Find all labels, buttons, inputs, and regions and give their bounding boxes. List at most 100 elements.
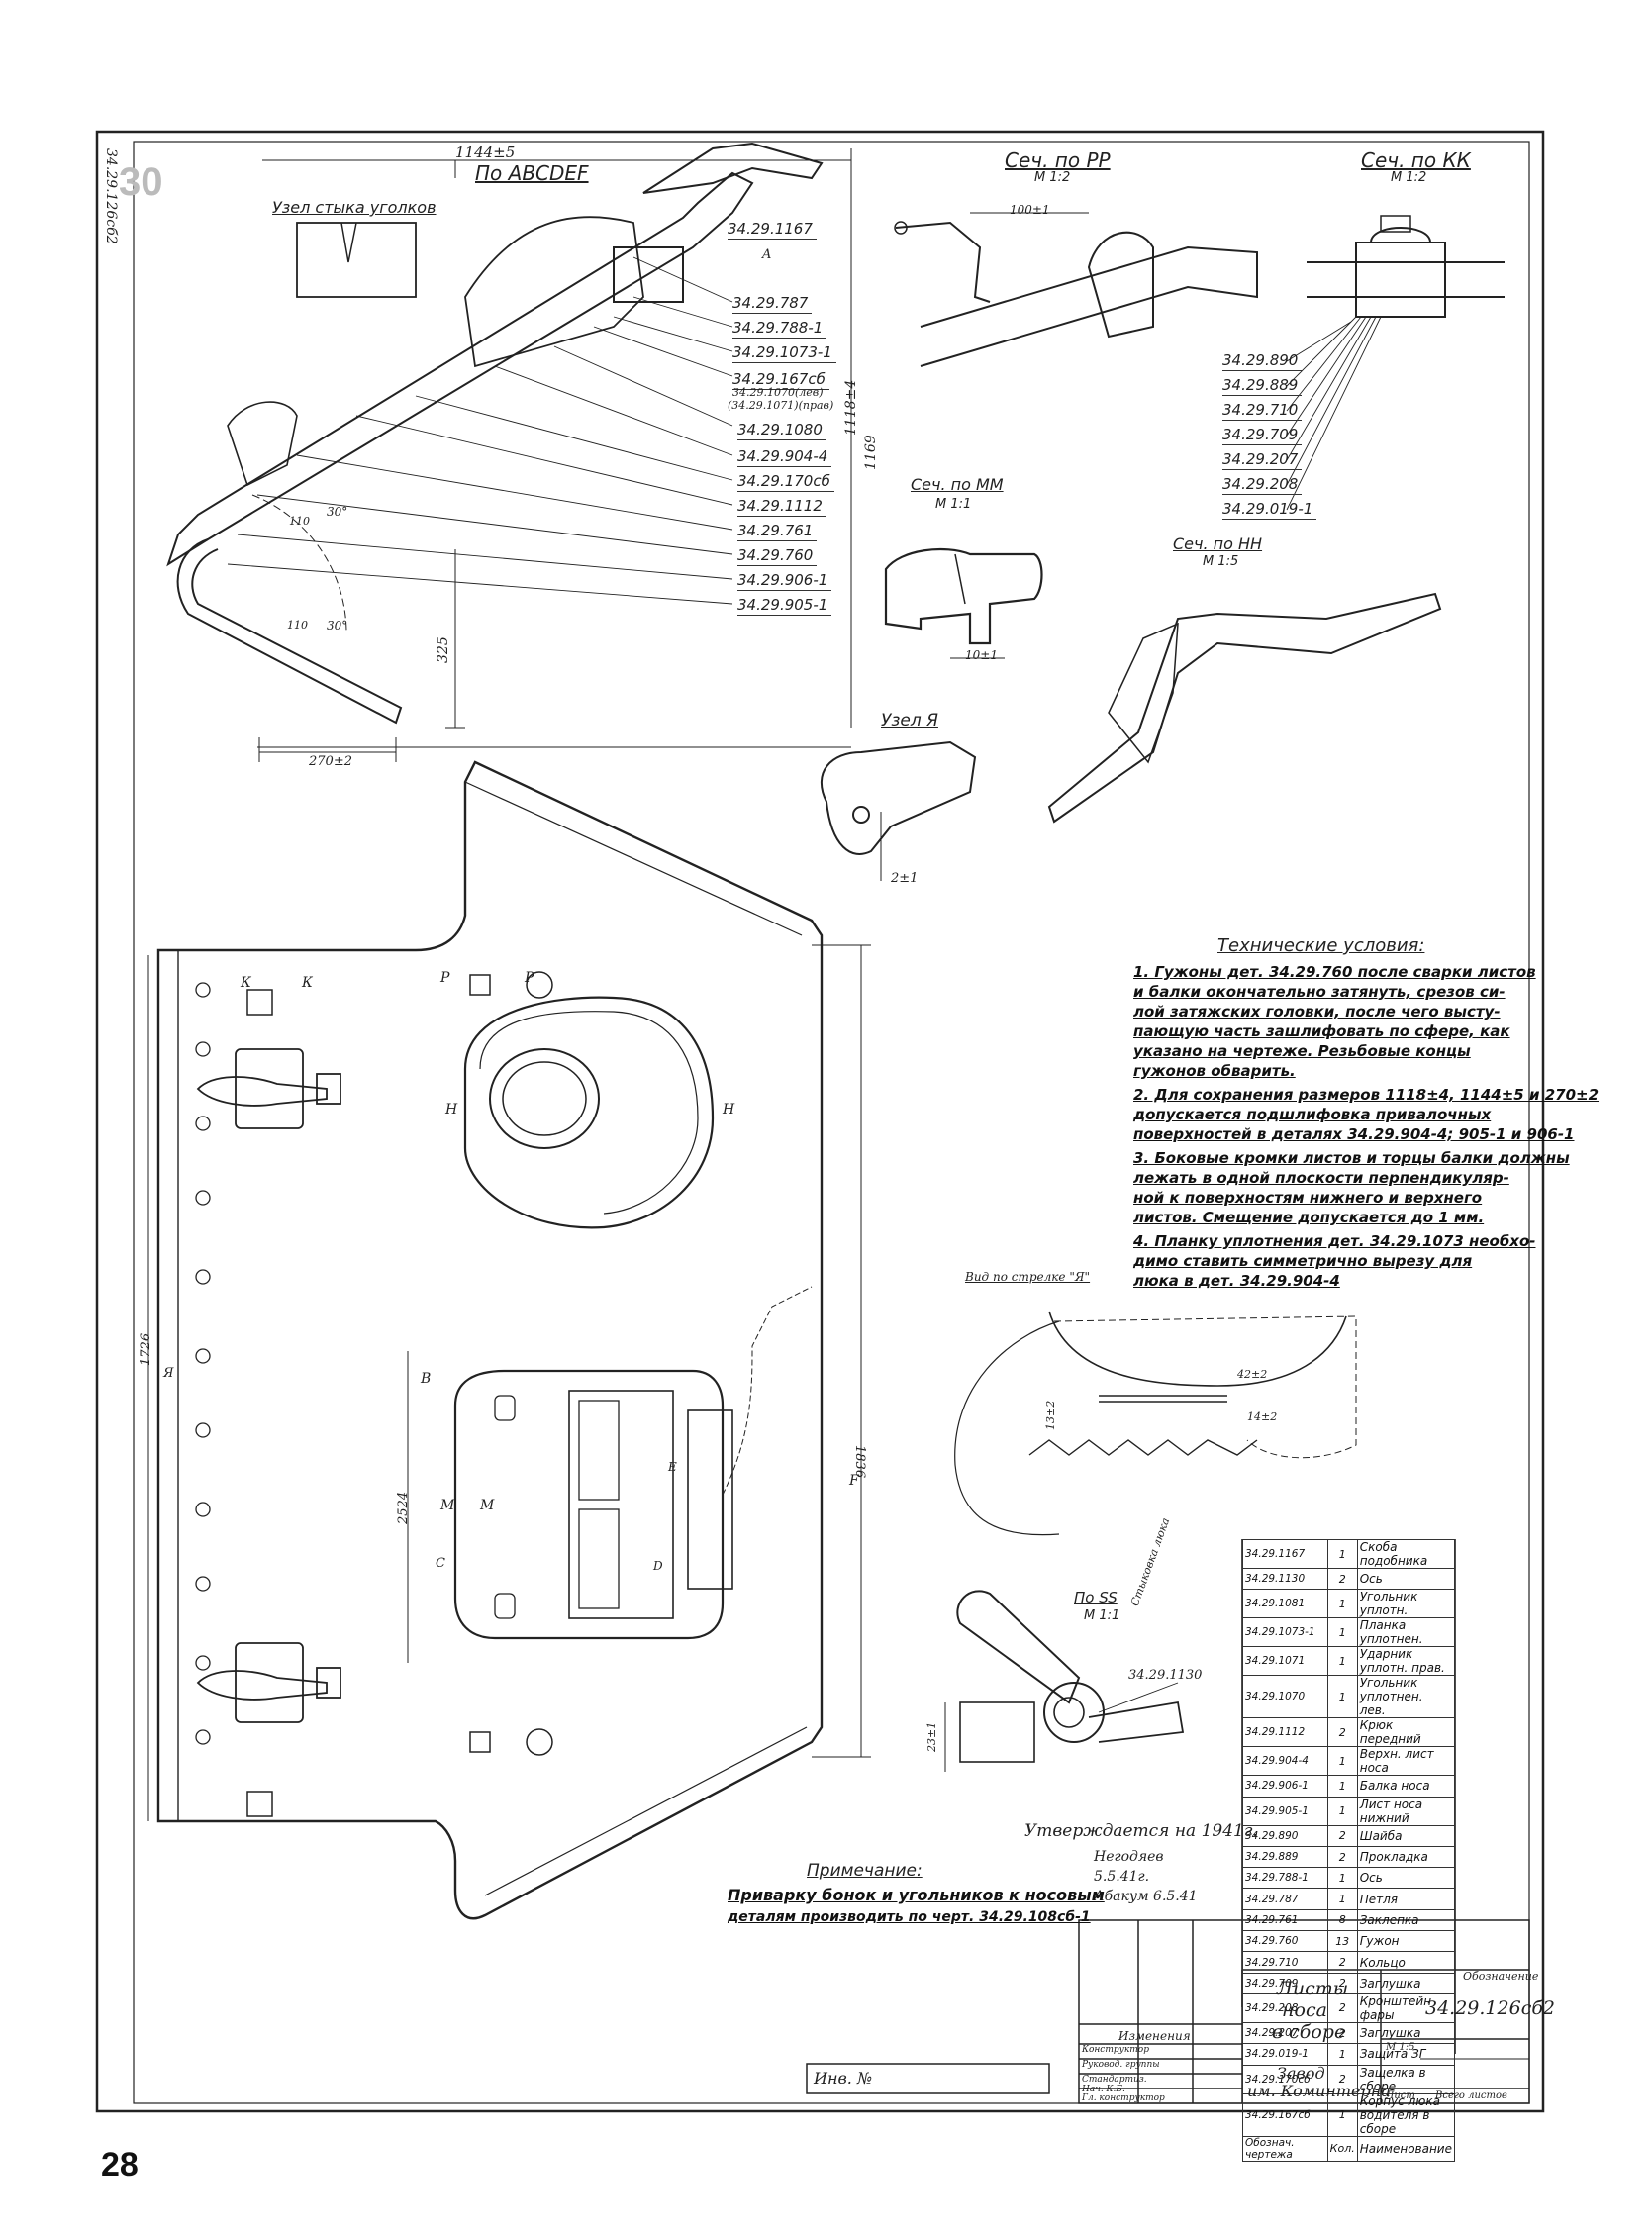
- bom-cell-qty: 2: [1326, 2064, 1358, 2094]
- nose-plate-plan: [147, 760, 871, 1920]
- bom-cell-name: Защелка в сборе: [1356, 2064, 1456, 2094]
- tb-drawing-no: 34.29.126сб2: [1425, 1997, 1556, 2019]
- bom-cell-code: 34.29.1081: [1242, 1589, 1328, 1619]
- section-kk-view: [1286, 215, 1505, 511]
- sec-ss-title: По SS: [1074, 1589, 1118, 1606]
- mark-ya: Я: [163, 1366, 174, 1381]
- sheet-frame: [95, 130, 1545, 2113]
- tb-role: Стандартиз.: [1082, 2075, 1147, 2085]
- bom-cell-code: 34.29.1167: [1242, 1539, 1328, 1569]
- mark-a: A: [762, 247, 772, 262]
- note-title: Примечание:: [807, 1861, 923, 1881]
- arrow-view-dim3: 13±2: [1044, 1400, 1057, 1430]
- bom-cell-name: Скоба подобника: [1356, 1539, 1456, 1569]
- sec-mm-scale: M 1:1: [935, 497, 972, 512]
- corner-joint-view: [296, 222, 417, 298]
- bom-cell-name: Ось: [1356, 1567, 1456, 1591]
- sec-kk-title: Сеч. по КК: [1361, 148, 1471, 172]
- bom-cell-code: 34.29.1073-1: [1242, 1617, 1328, 1648]
- bom-cell-qty: 1: [1326, 1888, 1358, 1910]
- tc-line: 1. Гужоны дет. 34.29.760 после сварки ли…: [1133, 963, 1536, 981]
- main-section-title: По ABCDEF: [475, 161, 589, 185]
- callout-1071: (34.29.1071)(прав): [728, 399, 834, 412]
- angle-110b: 110: [287, 619, 308, 632]
- bom-cell-name: Кольцо: [1356, 1951, 1456, 1974]
- callout-788: 34.29.788-1: [732, 319, 827, 339]
- tc-line: 3. Боковые кромки листов и торцы балки д…: [1133, 1149, 1570, 1167]
- tc-line: гужонов обварить.: [1133, 1062, 1296, 1080]
- bom-header-code: Обознач. чертежа: [1242, 2135, 1328, 2162]
- callout-kk-019: 34.29.019-1: [1222, 500, 1317, 520]
- bom-cell-qty: 1: [1326, 1867, 1358, 1890]
- approval-line4: Абакум 6.5.41: [1094, 1889, 1198, 1904]
- bom-cell-code: 34.29.709: [1242, 1972, 1328, 1994]
- sec-mm-title: Сеч. по ММ: [911, 475, 1004, 494]
- tc-line: лой затяжских головки, после чего высту-: [1133, 1003, 1501, 1020]
- approval-line3: 5.5.41г.: [1094, 1869, 1150, 1885]
- bom-cell-qty: 13: [1326, 1930, 1358, 1953]
- callout-170sb: 34.29.170сб: [737, 472, 834, 492]
- tc-line: пающую часть зашлифовать по сфере, как: [1133, 1022, 1510, 1040]
- tb-factory-l2: им. Коминтерна: [1247, 2082, 1391, 2100]
- sec-pp-title: Сеч. по PP: [1005, 148, 1111, 172]
- mark-f: F: [849, 1473, 859, 1489]
- tc-line: поверхностей в деталях 34.29.904-4; 905-…: [1133, 1125, 1575, 1143]
- bom-cell-code: 34.29.208: [1242, 1992, 1328, 2023]
- mark-c: C: [436, 1556, 445, 1571]
- callout-760: 34.29.760: [737, 546, 818, 566]
- angle-110a: 110: [289, 515, 310, 528]
- bom-cell-name: Заглушка: [1356, 1972, 1456, 1994]
- callout-761: 34.29.761: [737, 522, 818, 541]
- bom-cell-code: 34.29.890: [1242, 1824, 1328, 1847]
- bom-cell-qty: 1: [1326, 1617, 1358, 1648]
- bom-cell-code: 34.29.1070: [1242, 1675, 1328, 1719]
- bom-cell-qty: 2: [1326, 1824, 1358, 1847]
- bom-cell-name: Крюк передний: [1356, 1717, 1456, 1748]
- bom-cell-code: 34.29.1071: [1242, 1646, 1328, 1677]
- bom-cell-name: Заглушка: [1356, 2021, 1456, 2045]
- tc-line: 4. Планку уплотнения дет. 34.29.1073 нео…: [1133, 1232, 1536, 1250]
- bom-cell-qty: 2: [1326, 1845, 1358, 1869]
- bom-cell-qty: 1: [1326, 1746, 1358, 1777]
- bom-cell-code: 34.29.170сб: [1242, 2064, 1328, 2094]
- bom-cell-code: 34.29.761: [1242, 1908, 1328, 1932]
- dim-2524: 2524: [396, 1491, 411, 1524]
- section-mm-view: [884, 547, 1043, 659]
- callout-kk-710: 34.29.710: [1222, 401, 1303, 421]
- callout-1070: 34.29.1070(лев): [732, 386, 824, 399]
- bom-cell-name: Планка уплотнен.: [1356, 1617, 1456, 1648]
- tb-role: Гл. конструктор: [1082, 2093, 1165, 2103]
- bom-cell-code: 34.29.207: [1242, 2021, 1328, 2045]
- tc-line: ной к поверхностям нижнего и верхнего: [1133, 1189, 1483, 1207]
- bom-cell-qty: 1: [1326, 1589, 1358, 1619]
- tb-role: Конструктор: [1082, 2045, 1149, 2055]
- angle-30b: 30°: [327, 619, 348, 632]
- tb-col-header: Обозначение: [1463, 1970, 1539, 1983]
- bom-cell-code: 34.29.904-4: [1242, 1746, 1328, 1777]
- bom-cell-qty: 2: [1326, 1951, 1358, 1974]
- callout-905: 34.29.905-1: [737, 596, 832, 616]
- bom-cell-name: Балка носа: [1356, 1775, 1456, 1798]
- mark-p2: Р: [525, 970, 534, 986]
- bom-cell-name: Ось: [1356, 1867, 1456, 1890]
- bom-cell-qty: 1: [1326, 1775, 1358, 1798]
- bom-cell-code: 34.29.889: [1242, 1845, 1328, 1869]
- bom-cell-qty: 1: [1326, 1646, 1358, 1677]
- tb-factory-l1: Завод: [1277, 2064, 1325, 2083]
- mark-p1: Р: [440, 970, 450, 986]
- bom-cell-code: 34.29.167сб: [1242, 2092, 1328, 2137]
- callout-kk-207: 34.29.207: [1222, 450, 1303, 470]
